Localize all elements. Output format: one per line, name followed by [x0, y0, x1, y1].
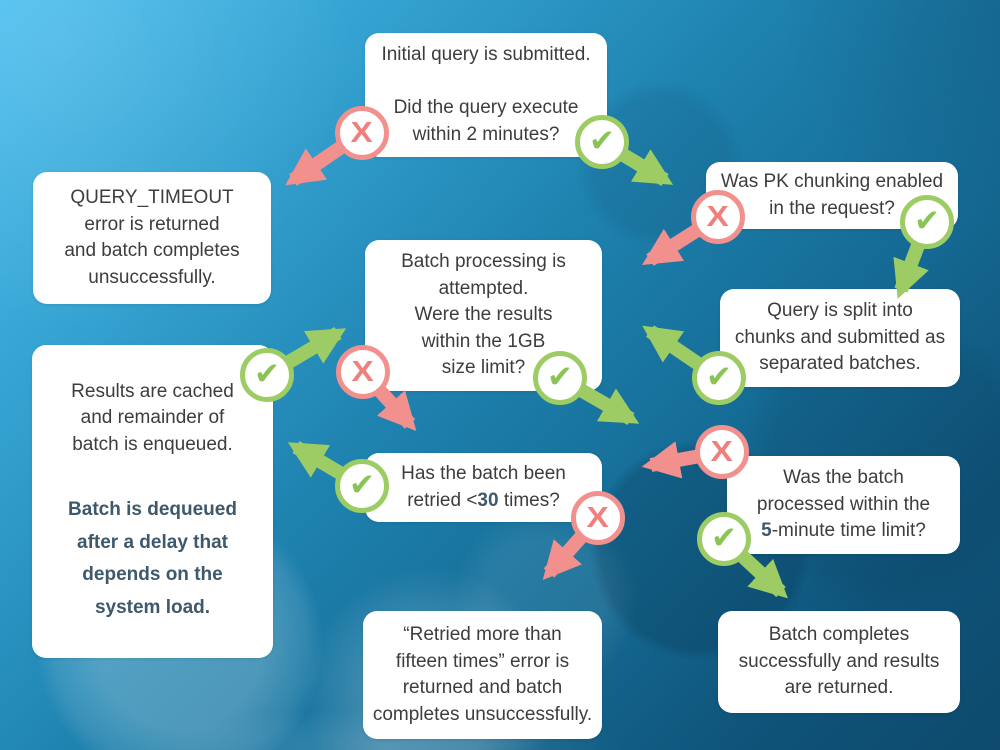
no-badge-pk-chunking: X: [691, 190, 745, 244]
node-query-split-text: Query is split into chunks and submitted…: [734, 300, 946, 375]
yes-badge-batch-processing: ✔: [533, 351, 587, 405]
node-batch-processing-text: Batch processing is attempted. Were the …: [401, 251, 566, 379]
node-query-timeout-text: QUERY_TIMEOUT error is returned and batc…: [64, 187, 240, 288]
node-results-cached: Results are cached and remainder of batc…: [32, 345, 273, 659]
node-batch-success-text: Batch completes successfully and results…: [738, 624, 940, 699]
check-icon: ✔: [589, 122, 615, 158]
yes-badge-query-split: ✔: [692, 351, 746, 405]
node-batch-retried: Has the batch been retried <30 times?: [365, 453, 602, 523]
node-query-split: Query is split into chunks and submitted…: [720, 289, 960, 387]
no-badge-five-minute-limit: X: [695, 425, 749, 479]
x-icon: X: [350, 116, 374, 149]
yes-badge-pk-chunking: ✔: [900, 195, 954, 249]
yes-badge-batch-retried: ✔: [335, 459, 389, 513]
yes-badge-results-cached: ✔: [240, 348, 294, 402]
node-retried-error: “Retried more than fifteen times” error …: [363, 611, 602, 740]
check-icon: ✔: [547, 358, 573, 394]
node-batch-success: Batch completes successfully and results…: [718, 611, 960, 713]
node-results-cached-secondary-text: Batch is dequeued after a delay that dep…: [68, 498, 237, 618]
node-results-cached-primary-text: Results are cached and remainder of batc…: [71, 380, 234, 455]
node-pk-chunking: Was PK chunking enabled in the request?: [706, 162, 958, 230]
check-icon: ✔: [706, 358, 732, 394]
node-query-timeout: QUERY_TIMEOUT error is returned and batc…: [33, 172, 271, 305]
no-badge-batch-retried: X: [571, 491, 625, 545]
node-five-minute-limit: Was the batch processed within the 5-min…: [727, 456, 960, 554]
x-icon: X: [710, 435, 734, 468]
node-five-minute-text: Was the batch processed within the: [756, 467, 931, 515]
node-pk-chunking-text: Was PK chunking enabled in the request?: [720, 171, 944, 219]
yes-badge-five-minute-limit: ✔: [697, 512, 751, 566]
node-batch-retried-text: Has the batch been retried <: [401, 463, 566, 511]
check-icon: ✔: [254, 355, 280, 391]
retry-count-accent: 30: [477, 489, 499, 511]
x-icon: X: [586, 501, 610, 534]
x-icon: X: [706, 200, 730, 233]
minute-count-accent: 5: [761, 520, 772, 542]
node-initial-query-text: Initial query is submitted. Did the quer…: [381, 44, 591, 145]
yes-badge-initial-query: ✔: [575, 115, 629, 169]
no-badge-initial-query: X: [335, 106, 389, 160]
node-initial-query: Initial query is submitted. Did the quer…: [365, 33, 607, 158]
check-icon: ✔: [349, 466, 375, 502]
x-icon: X: [351, 355, 375, 388]
node-retried-error-text: “Retried more than fifteen times” error …: [372, 624, 593, 725]
check-icon: ✔: [711, 519, 737, 555]
no-badge-batch-processing: X: [336, 345, 390, 399]
check-icon: ✔: [914, 202, 940, 238]
